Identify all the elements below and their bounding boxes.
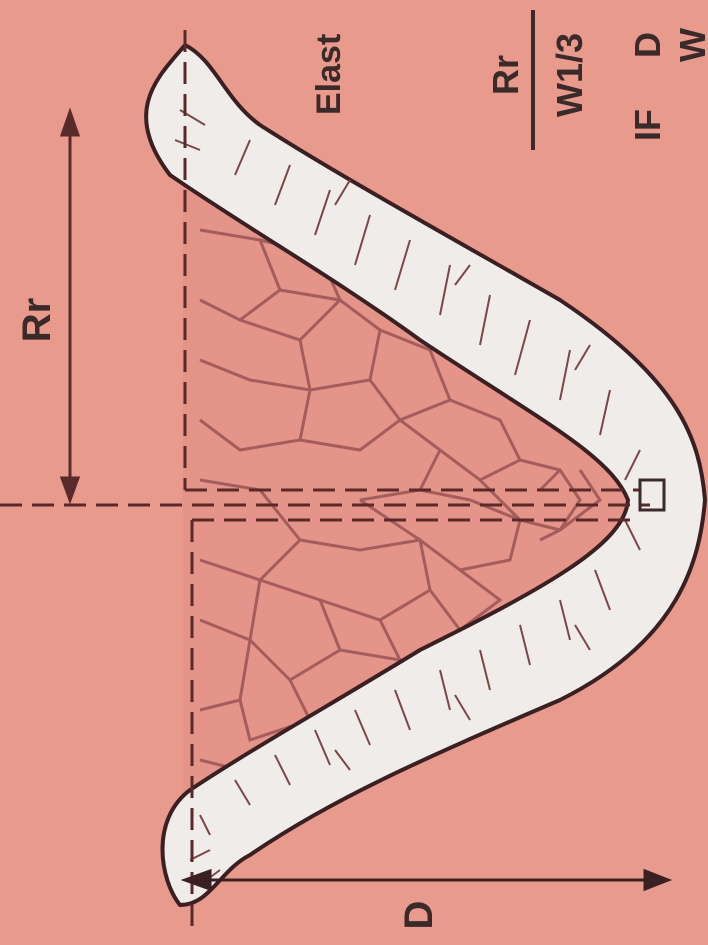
radius-label: Rr [15, 298, 59, 342]
depth-arrow [185, 871, 668, 889]
elastic-label: Elast [310, 34, 348, 115]
radius-arrow [62, 112, 78, 500]
condition-if: IF [627, 109, 668, 141]
depth-label: D [397, 901, 441, 930]
condition-d: D [627, 32, 668, 58]
ratio-denominator: W1/3 [549, 33, 590, 117]
ratio-numerator: Rr [485, 55, 526, 95]
condition-w: W [672, 28, 708, 62]
